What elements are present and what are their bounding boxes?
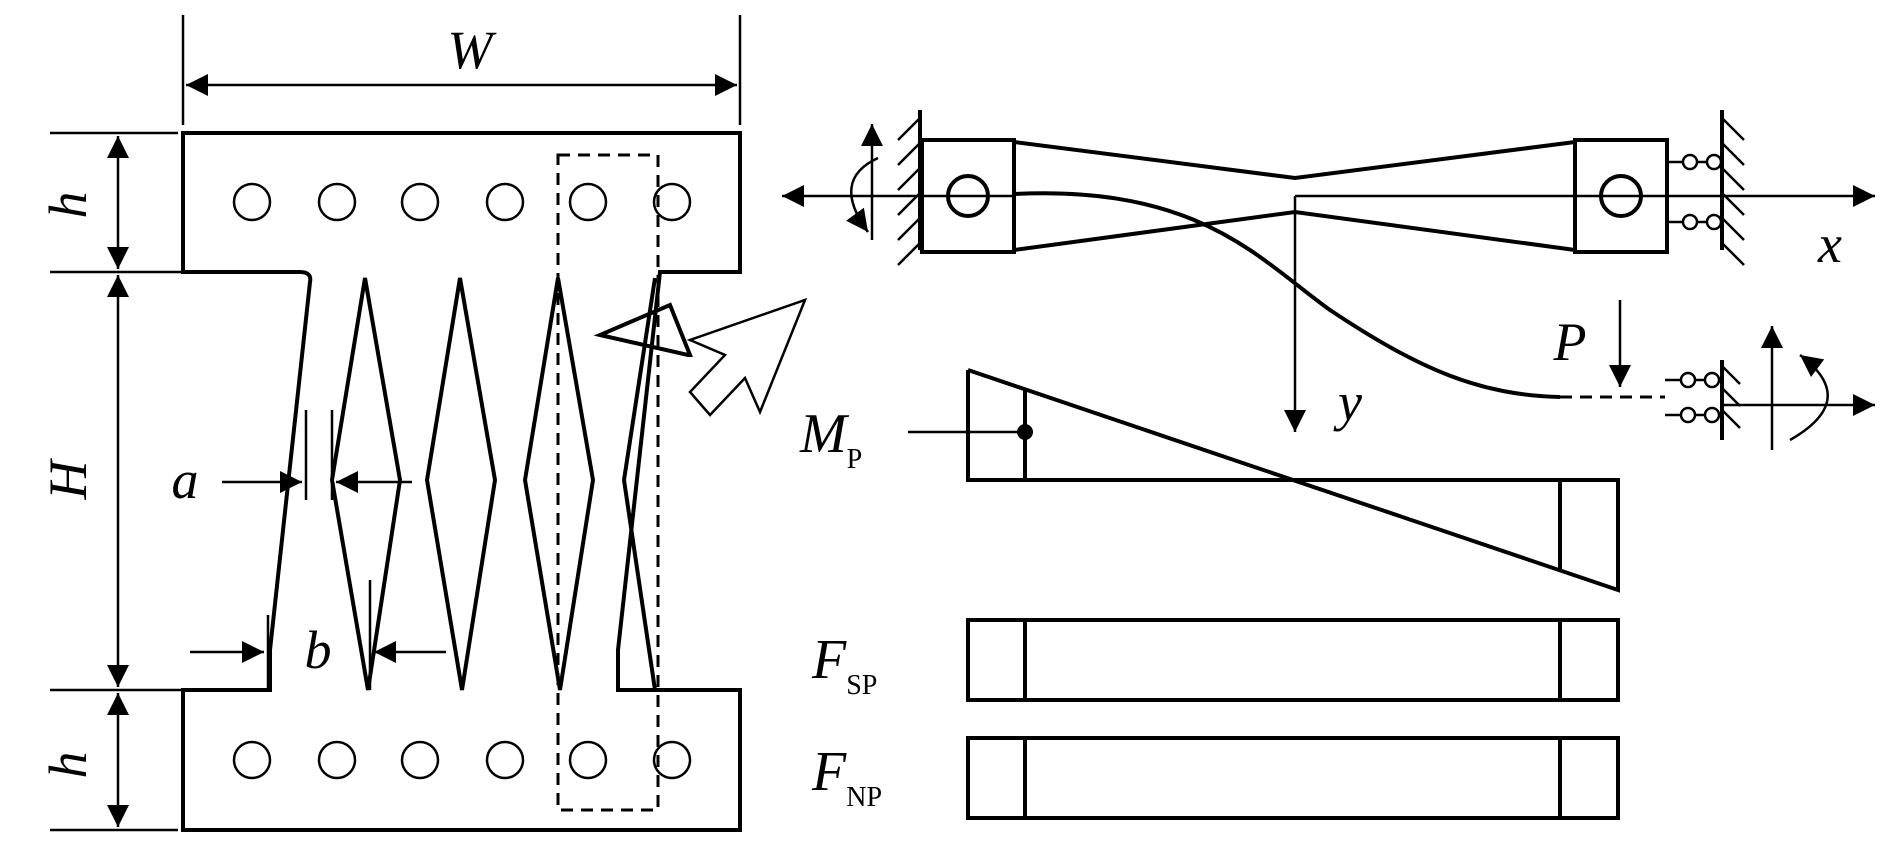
dim-a: a: [172, 410, 412, 510]
moment-diagram: MP: [799, 368, 1620, 593]
label-h-top: h: [38, 192, 98, 219]
selection-box: [556, 153, 660, 812]
hole: [485, 182, 525, 222]
left-reaction-moment: [846, 156, 879, 233]
hole: [652, 182, 692, 222]
slot-1: [329, 277, 403, 691]
label-a: a: [172, 450, 199, 510]
holes-top: [232, 182, 692, 222]
normal-label: FNP: [811, 741, 882, 813]
dim-b: b: [190, 580, 446, 690]
hole: [400, 740, 440, 780]
slot-2: [424, 277, 498, 691]
hole: [317, 740, 357, 780]
moment-label: MP: [799, 403, 862, 475]
hole: [400, 182, 440, 222]
deflection-curve: [1013, 191, 1561, 399]
holes-bottom: [232, 740, 692, 780]
label-h-bottom: h: [38, 752, 98, 779]
label-W: W: [448, 20, 498, 80]
flexure-outline: [181, 131, 742, 832]
flexure-part: [181, 131, 742, 832]
left-wall-hatch: [897, 117, 921, 266]
beam-model: x y P: [782, 110, 1875, 450]
upper-link: [1013, 140, 1576, 181]
label-x: x: [1817, 214, 1842, 274]
hole: [232, 182, 272, 222]
label-H: H: [38, 458, 98, 501]
pointer-arrow-body: [686, 297, 808, 417]
label-P: P: [1553, 312, 1587, 372]
right-roller-support: [1667, 110, 1745, 266]
slot-3: [522, 277, 596, 691]
dim-W: W: [181, 15, 742, 125]
hole: [568, 182, 608, 222]
hole: [317, 182, 357, 222]
moment-point: [1017, 424, 1033, 440]
hole: [232, 740, 272, 780]
normal-diagram: FNP: [811, 736, 1620, 820]
shear-diagram: FSP: [811, 618, 1620, 702]
hole: [485, 740, 525, 780]
pointer-arrow: [593, 302, 693, 357]
dim-vertical: h H h: [38, 131, 295, 832]
hole: [568, 740, 608, 780]
shear-label: FSP: [811, 629, 877, 701]
label-y: y: [1333, 372, 1362, 432]
label-b: b: [305, 620, 332, 680]
deflected-right-support: [1665, 326, 1875, 450]
hole: [652, 740, 692, 780]
